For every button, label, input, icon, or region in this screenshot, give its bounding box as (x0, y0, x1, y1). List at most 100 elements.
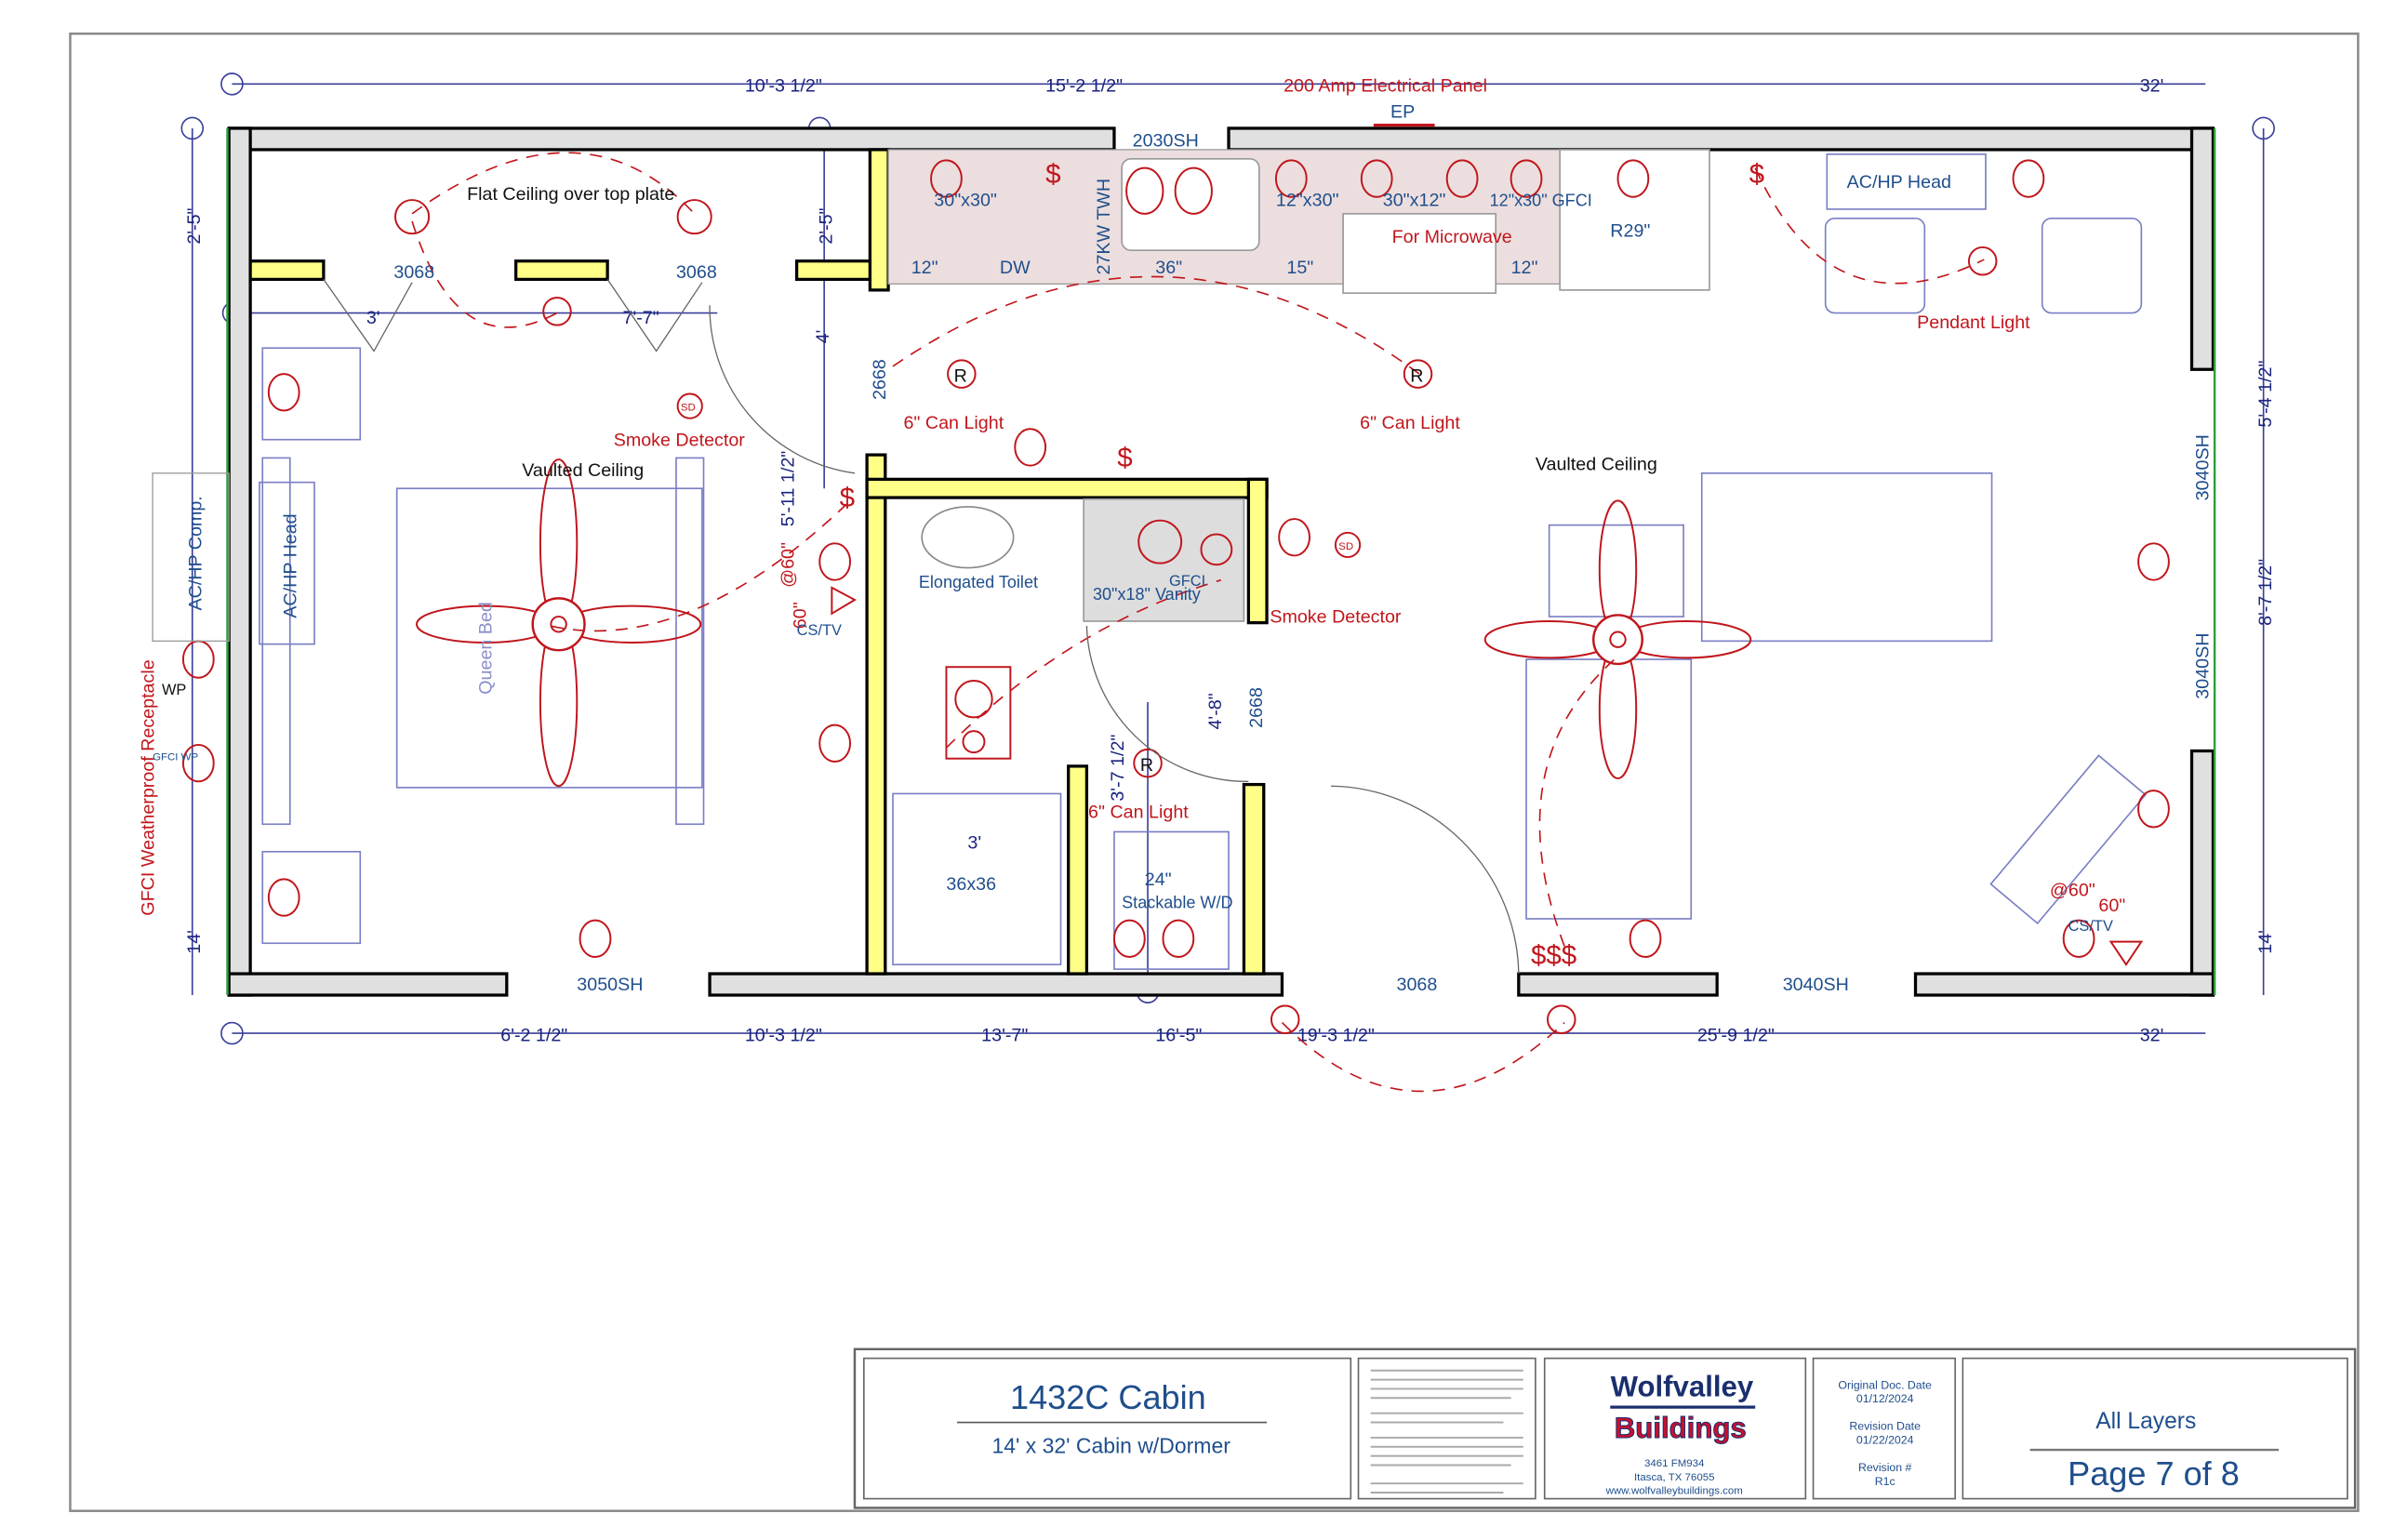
door-swings (323, 279, 1520, 975)
stackable-label: Stackable W/D (1122, 894, 1232, 912)
gfci-weatherproof-label: GFCI Weatherproof Receptacle (139, 659, 159, 915)
rev-date-label: Revision Date (1849, 1420, 1921, 1433)
kitchen-sink (1121, 157, 1260, 252)
switch-kitchen: $ (1045, 159, 1060, 190)
queen-bed-label: Queen Bed (475, 602, 496, 695)
dim-interior-2: 4' (813, 330, 833, 344)
gfci-wp-label: GFCI WP (153, 751, 198, 763)
flat-ceiling-label: Flat Ceiling over top plate (467, 184, 674, 205)
dim-bottom-2: 10'-3 1/2" (745, 1025, 822, 1045)
gfci-label: GFCI (1169, 573, 1205, 590)
dim-interior-1: 2'-5" (816, 207, 836, 244)
upper-cabinet-30x12: 30"x12" (1383, 191, 1446, 211)
logo-buildings: Buildings (1615, 1412, 1747, 1444)
window-3040sh-right-1: 3040SH (2193, 434, 2214, 500)
layers-label: All Layers (2095, 1409, 2196, 1434)
vaulted-ceiling-label-2: Vaulted Ceiling (1536, 455, 1657, 475)
dim-left-2: 14' (184, 930, 205, 954)
cabinet-12-label-1: 12" (911, 258, 938, 278)
stackable-size-label: 24" (1145, 870, 1172, 890)
dim-interior-3: 5'-11 1/2" (778, 451, 798, 527)
switch-living: $ (1749, 159, 1764, 190)
switch-hall: $ (1117, 443, 1132, 473)
dim-interior-6: 3' (967, 833, 981, 854)
orig-date: 01/12/2024 (1856, 1392, 1914, 1405)
can-light-label-1: 6" Can Light (903, 413, 1004, 433)
cs-tv-label-1: CS/TV (797, 622, 842, 639)
closet-door-1: 3068 (393, 262, 434, 283)
closet-door-2: 3068 (676, 262, 717, 283)
address-line-2: Itasca, TX 76055 (1634, 1472, 1715, 1483)
can-light-r-2: R (1410, 365, 1423, 386)
light-fixtures: R R R SD SD (394, 124, 1998, 778)
dim-interior-4: 3' (366, 308, 380, 328)
toilet-label: Elongated Toilet (919, 573, 1038, 591)
ceiling-fan-bedroom (416, 458, 702, 788)
window-2030sh: 2030SH (1133, 131, 1199, 152)
dim-bottom-7: 32' (2140, 1025, 2164, 1045)
shower-size-label: 36x36 (946, 874, 996, 895)
upper-cabinet-30x30: 30"x30" (934, 191, 997, 211)
vaulted-ceiling-label-1: Vaulted Ceiling (522, 460, 644, 481)
tv-sixty-label-2: 60" (2098, 896, 2125, 916)
dim-bottom-1: 6'-2 1/2" (500, 1025, 567, 1045)
smoke-detector-label-2: Smoke Detector (1270, 607, 1402, 628)
rev-num-label: Revision # (1858, 1461, 1912, 1474)
dw-label: DW (1000, 258, 1031, 278)
sink-label: 27KW TWH (1094, 179, 1114, 275)
window-3050sh: 3050SH (577, 975, 643, 995)
bedroom-door: 2668 (870, 359, 890, 400)
refrigerator (1559, 149, 1710, 291)
cabinet-36-label: 36" (1155, 258, 1182, 278)
tv-sixty-label-1: 60" (790, 602, 810, 629)
entry-door-3068: 3068 (1397, 975, 1438, 995)
address-line-1: 3461 FM934 (1644, 1458, 1705, 1469)
dim-left-1: 2'-5" (184, 207, 205, 244)
dim-bottom-3: 13'-7" (981, 1025, 1028, 1045)
fridge-label: R29" (1610, 220, 1650, 241)
upper-cabinet-12x30-gfci: 12"x30" GFCI (1490, 192, 1592, 210)
logo-wolfvalley: Wolfvalley (1611, 1371, 1754, 1403)
ep-label: EP (1390, 101, 1415, 122)
dim-interior-8: 3'-7 1/2" (1108, 735, 1128, 802)
switch-bedroom: $ (840, 483, 855, 513)
window-3040sh-right-2: 3040SH (2193, 633, 2214, 699)
dim-bottom-6: 25'-9 1/2" (1697, 1025, 1775, 1045)
dim-right-1: 5'-4 1/2" (2255, 361, 2276, 428)
title-block (853, 1348, 2357, 1509)
dim-bottom-5: 19'-3 1/2" (1297, 1025, 1375, 1045)
smoke-detector-label-1: Smoke Detector (614, 430, 746, 450)
switches-entry: $$$ (1531, 940, 1576, 971)
window-3040sh-bottom: 3040SH (1783, 975, 1849, 995)
electrical-panel-label: 200 Amp Electrical Panel (1284, 76, 1487, 97)
pendant-light-label: Pendant Light (1917, 312, 2030, 333)
sd-icon-1: SD (681, 403, 696, 414)
can-light-r-3: R (1140, 755, 1153, 776)
ac-hp-head-label-2: AC/HP Head (1847, 172, 1951, 192)
microwave-label: For Microwave (1392, 227, 1512, 247)
exterior-walls (226, 126, 2216, 997)
dim-interior-5: 7'-7" (623, 308, 659, 328)
page-number: Page 7 of 8 (2068, 1454, 2240, 1493)
cs-tv-label-2: CS/TV (2068, 918, 2113, 935)
dim-top-3: 32' (2140, 76, 2164, 97)
can-light-label-2: 6" Can Light (1360, 413, 1460, 433)
sheet-border (69, 32, 2360, 1512)
range (1342, 213, 1497, 294)
project-subtitle: 14' x 32' Cabin w/Dormer (991, 1433, 1230, 1457)
website-link[interactable]: www.wolfvalleybuildings.com (1605, 1486, 1743, 1497)
ac-hp-comp-label: AC/HP Comp. (186, 496, 206, 610)
tv-height-label-2: @60" (2050, 880, 2095, 900)
can-light-r-1: R (954, 365, 967, 386)
wp-label: WP (162, 682, 186, 698)
ac-hp-head-label-1: AC/HP Head (280, 513, 300, 617)
dim-top-2: 15'-2 1/2" (1045, 76, 1123, 97)
bath-door: 2668 (1246, 687, 1267, 728)
dim-interior-7: 4'-8" (1205, 693, 1226, 729)
toilet (921, 506, 1015, 569)
tv-height-label-1: @60" (778, 542, 798, 588)
rev-num: R1c (1875, 1475, 1895, 1488)
rev-date: 01/22/2024 (1856, 1434, 1914, 1447)
sd-icon-2: SD (1338, 541, 1353, 552)
